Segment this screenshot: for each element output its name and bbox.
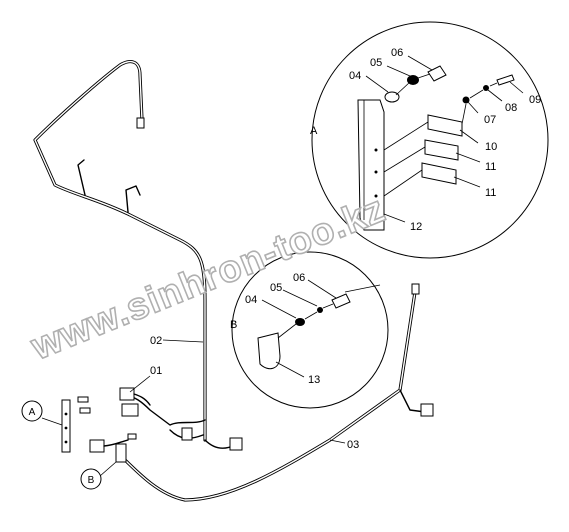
harness-02-plug-right	[229, 437, 243, 451]
label-b05: 05	[270, 282, 282, 294]
view-label-a: A	[310, 125, 318, 137]
washer-a04	[384, 91, 400, 103]
label-a09: 09	[529, 94, 541, 106]
label-a04: 04	[349, 70, 361, 82]
connector-01c	[89, 439, 105, 453]
label-03: 03	[347, 439, 359, 451]
bolt-a06	[427, 65, 447, 82]
small-bracket-a	[61, 399, 71, 453]
label-b13: 13	[308, 374, 320, 386]
nut-a08	[483, 85, 489, 91]
label-b06: 06	[293, 272, 305, 284]
harness-03	[118, 283, 434, 502]
label-a05: 05	[370, 57, 382, 69]
harness-02-plug-mid	[181, 427, 193, 441]
label-a11b: 11	[485, 187, 496, 199]
harness-03-plug-top	[411, 283, 420, 295]
clip-a11b	[421, 162, 457, 185]
harness-03-plug-right	[420, 403, 434, 417]
label-a12: 12	[410, 221, 422, 233]
bolt-a09	[496, 74, 515, 86]
connector-group-01	[61, 387, 151, 463]
callout-b-circle	[80, 468, 102, 490]
label-a07: 07	[484, 114, 496, 126]
callout-a-text: A	[29, 407, 36, 418]
label-01: 01	[150, 365, 162, 377]
harness-02-plug-top	[136, 117, 145, 129]
label-a06: 06	[391, 47, 403, 59]
washer-a07	[462, 96, 470, 104]
label-a11a: 11	[485, 161, 496, 173]
view-label-b: B	[230, 319, 237, 331]
bracket-12	[357, 99, 385, 231]
small-bolt-3	[127, 433, 137, 440]
small-bolt-2	[79, 407, 91, 414]
connector-01a	[119, 387, 135, 401]
washer-b04	[295, 318, 305, 326]
harness-02	[33, 60, 243, 451]
bolt-b06	[331, 293, 351, 309]
label-b04: 04	[245, 294, 257, 306]
detail-view-b	[231, 251, 389, 409]
washer-b05	[317, 307, 323, 313]
connector-01b	[121, 403, 139, 417]
callout-a-circle	[21, 400, 43, 422]
small-bracket-b	[115, 443, 127, 463]
clamp-13	[257, 332, 281, 370]
clip-a11a	[424, 139, 459, 161]
label-a08: 08	[505, 102, 517, 114]
label-a10: 10	[485, 141, 497, 153]
callout-b-text: B	[88, 475, 95, 486]
clip-a10	[427, 114, 463, 137]
small-bolt-1	[77, 396, 89, 403]
label-02: 02	[150, 335, 162, 347]
detail-view-a	[311, 21, 549, 259]
